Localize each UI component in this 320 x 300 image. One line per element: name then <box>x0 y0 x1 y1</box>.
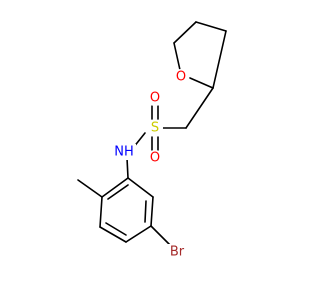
bond-c4-ch2 <box>185 87 214 129</box>
bond-ar1-ar2 <box>127 177 154 198</box>
atom-br-label: Br <box>170 245 185 260</box>
atom-o-ring: O <box>173 69 189 85</box>
bond-c1-c2 <box>173 21 197 44</box>
atom-s-label: S <box>151 121 159 136</box>
atom-br: Br <box>166 244 188 260</box>
bond-n-c1ar <box>126 157 129 179</box>
bond-c3-c4 <box>212 30 227 89</box>
bond-c4-o <box>189 77 214 89</box>
atom-nh-label: NH <box>114 145 134 160</box>
bond-ar4-ar5-inner <box>105 222 127 236</box>
bond-ar3-br <box>150 225 172 247</box>
bond-ar2-ar3 <box>150 196 154 227</box>
molecule-structure: O S O O NH Br <box>77 21 227 260</box>
bond-ar2-ar3-inner <box>144 200 147 223</box>
bond-ar5-ar6 <box>99 196 103 228</box>
atom-o-ring-label: O <box>176 70 186 85</box>
atom-s: S <box>147 120 163 136</box>
bond-ar6-ar1 <box>101 177 129 198</box>
bond-ar3-ar4 <box>125 225 152 243</box>
atom-o-sulfonyl-bottom: O <box>147 150 163 166</box>
bond-ar6-ar1-inner <box>107 184 129 200</box>
atom-nh: NH <box>112 144 136 160</box>
molecule-canvas: O S O O NH Br <box>77 21 227 260</box>
bond-c2-c3 <box>195 21 227 32</box>
bond-o-c1 <box>173 42 181 71</box>
atom-o-sulfonyl-top: O <box>147 90 163 106</box>
atom-o-sulfonyl-bottom-label: O <box>150 151 160 166</box>
atom-o-sulfonyl-top-label: O <box>150 91 160 106</box>
bond-ar6-methyl <box>77 179 103 198</box>
bond-ar4-ar5 <box>99 226 127 243</box>
